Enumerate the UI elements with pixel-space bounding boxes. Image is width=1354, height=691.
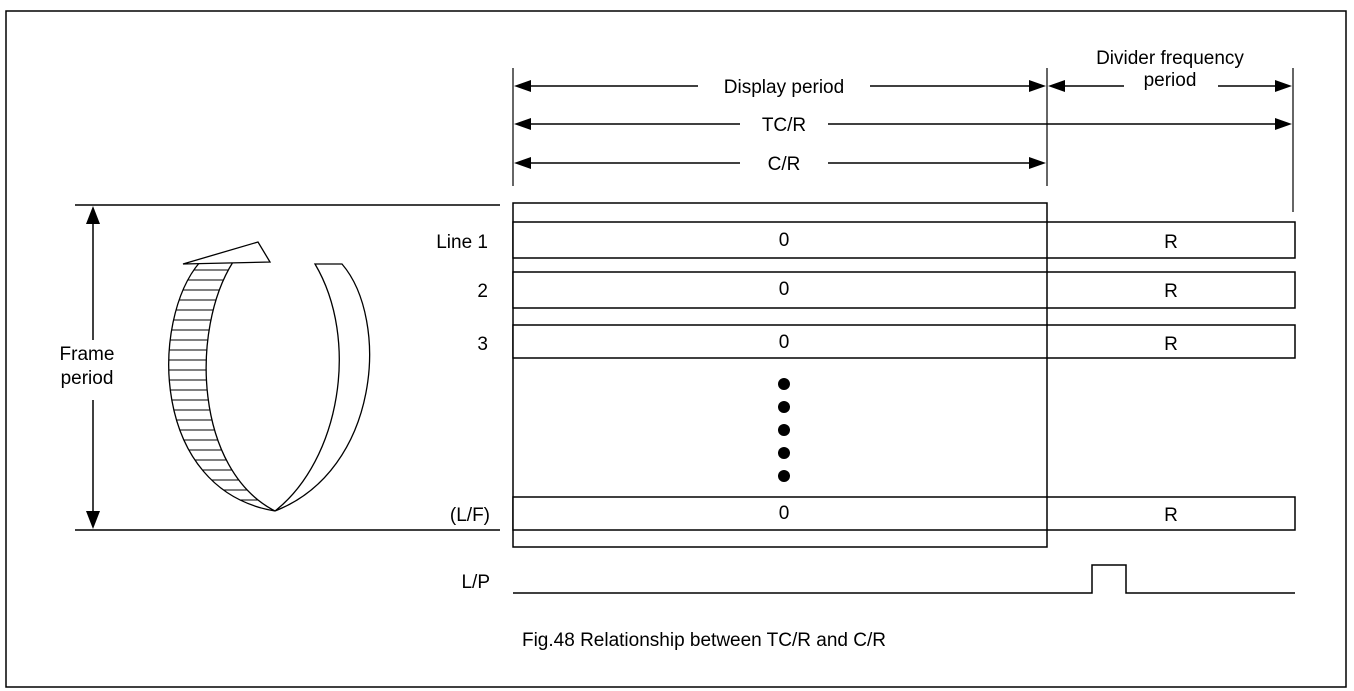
row-line-2 bbox=[512, 271, 1296, 309]
row-divider-value-2: R bbox=[1164, 281, 1178, 302]
row-display-value-1: 0 bbox=[779, 230, 790, 251]
row-line-last bbox=[512, 496, 1296, 531]
display-period-box bbox=[512, 202, 1048, 548]
tc-r-label: TC/R bbox=[762, 115, 806, 136]
row-line-1 bbox=[512, 221, 1296, 259]
display-period-label: Display period bbox=[724, 77, 844, 98]
frame-label: Frame bbox=[60, 344, 115, 365]
row-label-last: (L/F) bbox=[450, 505, 490, 526]
row-divider-value-3: R bbox=[1164, 334, 1178, 355]
display-period-arrow bbox=[514, 80, 1046, 92]
frame-period-label: period bbox=[61, 368, 114, 389]
c-r-arrow bbox=[514, 157, 1046, 169]
tc-r-arrow bbox=[514, 118, 1292, 130]
lp-label: L/P bbox=[461, 572, 490, 593]
row-divider-value-1: R bbox=[1164, 232, 1178, 253]
row-label-1: Line 1 bbox=[436, 232, 488, 253]
row-line-3 bbox=[512, 324, 1296, 359]
row-display-value-3: 0 bbox=[779, 332, 790, 353]
frame-period-arrow bbox=[86, 206, 100, 529]
row-divider-value-last: R bbox=[1164, 505, 1178, 526]
row-display-value-last: 0 bbox=[779, 503, 790, 524]
figure-border bbox=[5, 10, 1347, 688]
row-label-3: 3 bbox=[477, 334, 488, 355]
row-label-2: 2 bbox=[477, 281, 488, 302]
divider-frequency-label: Divider frequency bbox=[1096, 48, 1244, 69]
lp-pulse-waveform bbox=[513, 564, 1295, 594]
row-display-value-2: 0 bbox=[779, 279, 790, 300]
cycle-arrow-icon bbox=[168, 241, 371, 512]
figure-caption: Fig.48 Relationship between TC/R and C/R bbox=[522, 630, 886, 651]
divider-frequency-period-arrow bbox=[1048, 80, 1292, 92]
c-r-label: C/R bbox=[768, 154, 801, 175]
divider-frequency-period-label: period bbox=[1144, 70, 1197, 91]
continuation-dots bbox=[778, 378, 790, 482]
